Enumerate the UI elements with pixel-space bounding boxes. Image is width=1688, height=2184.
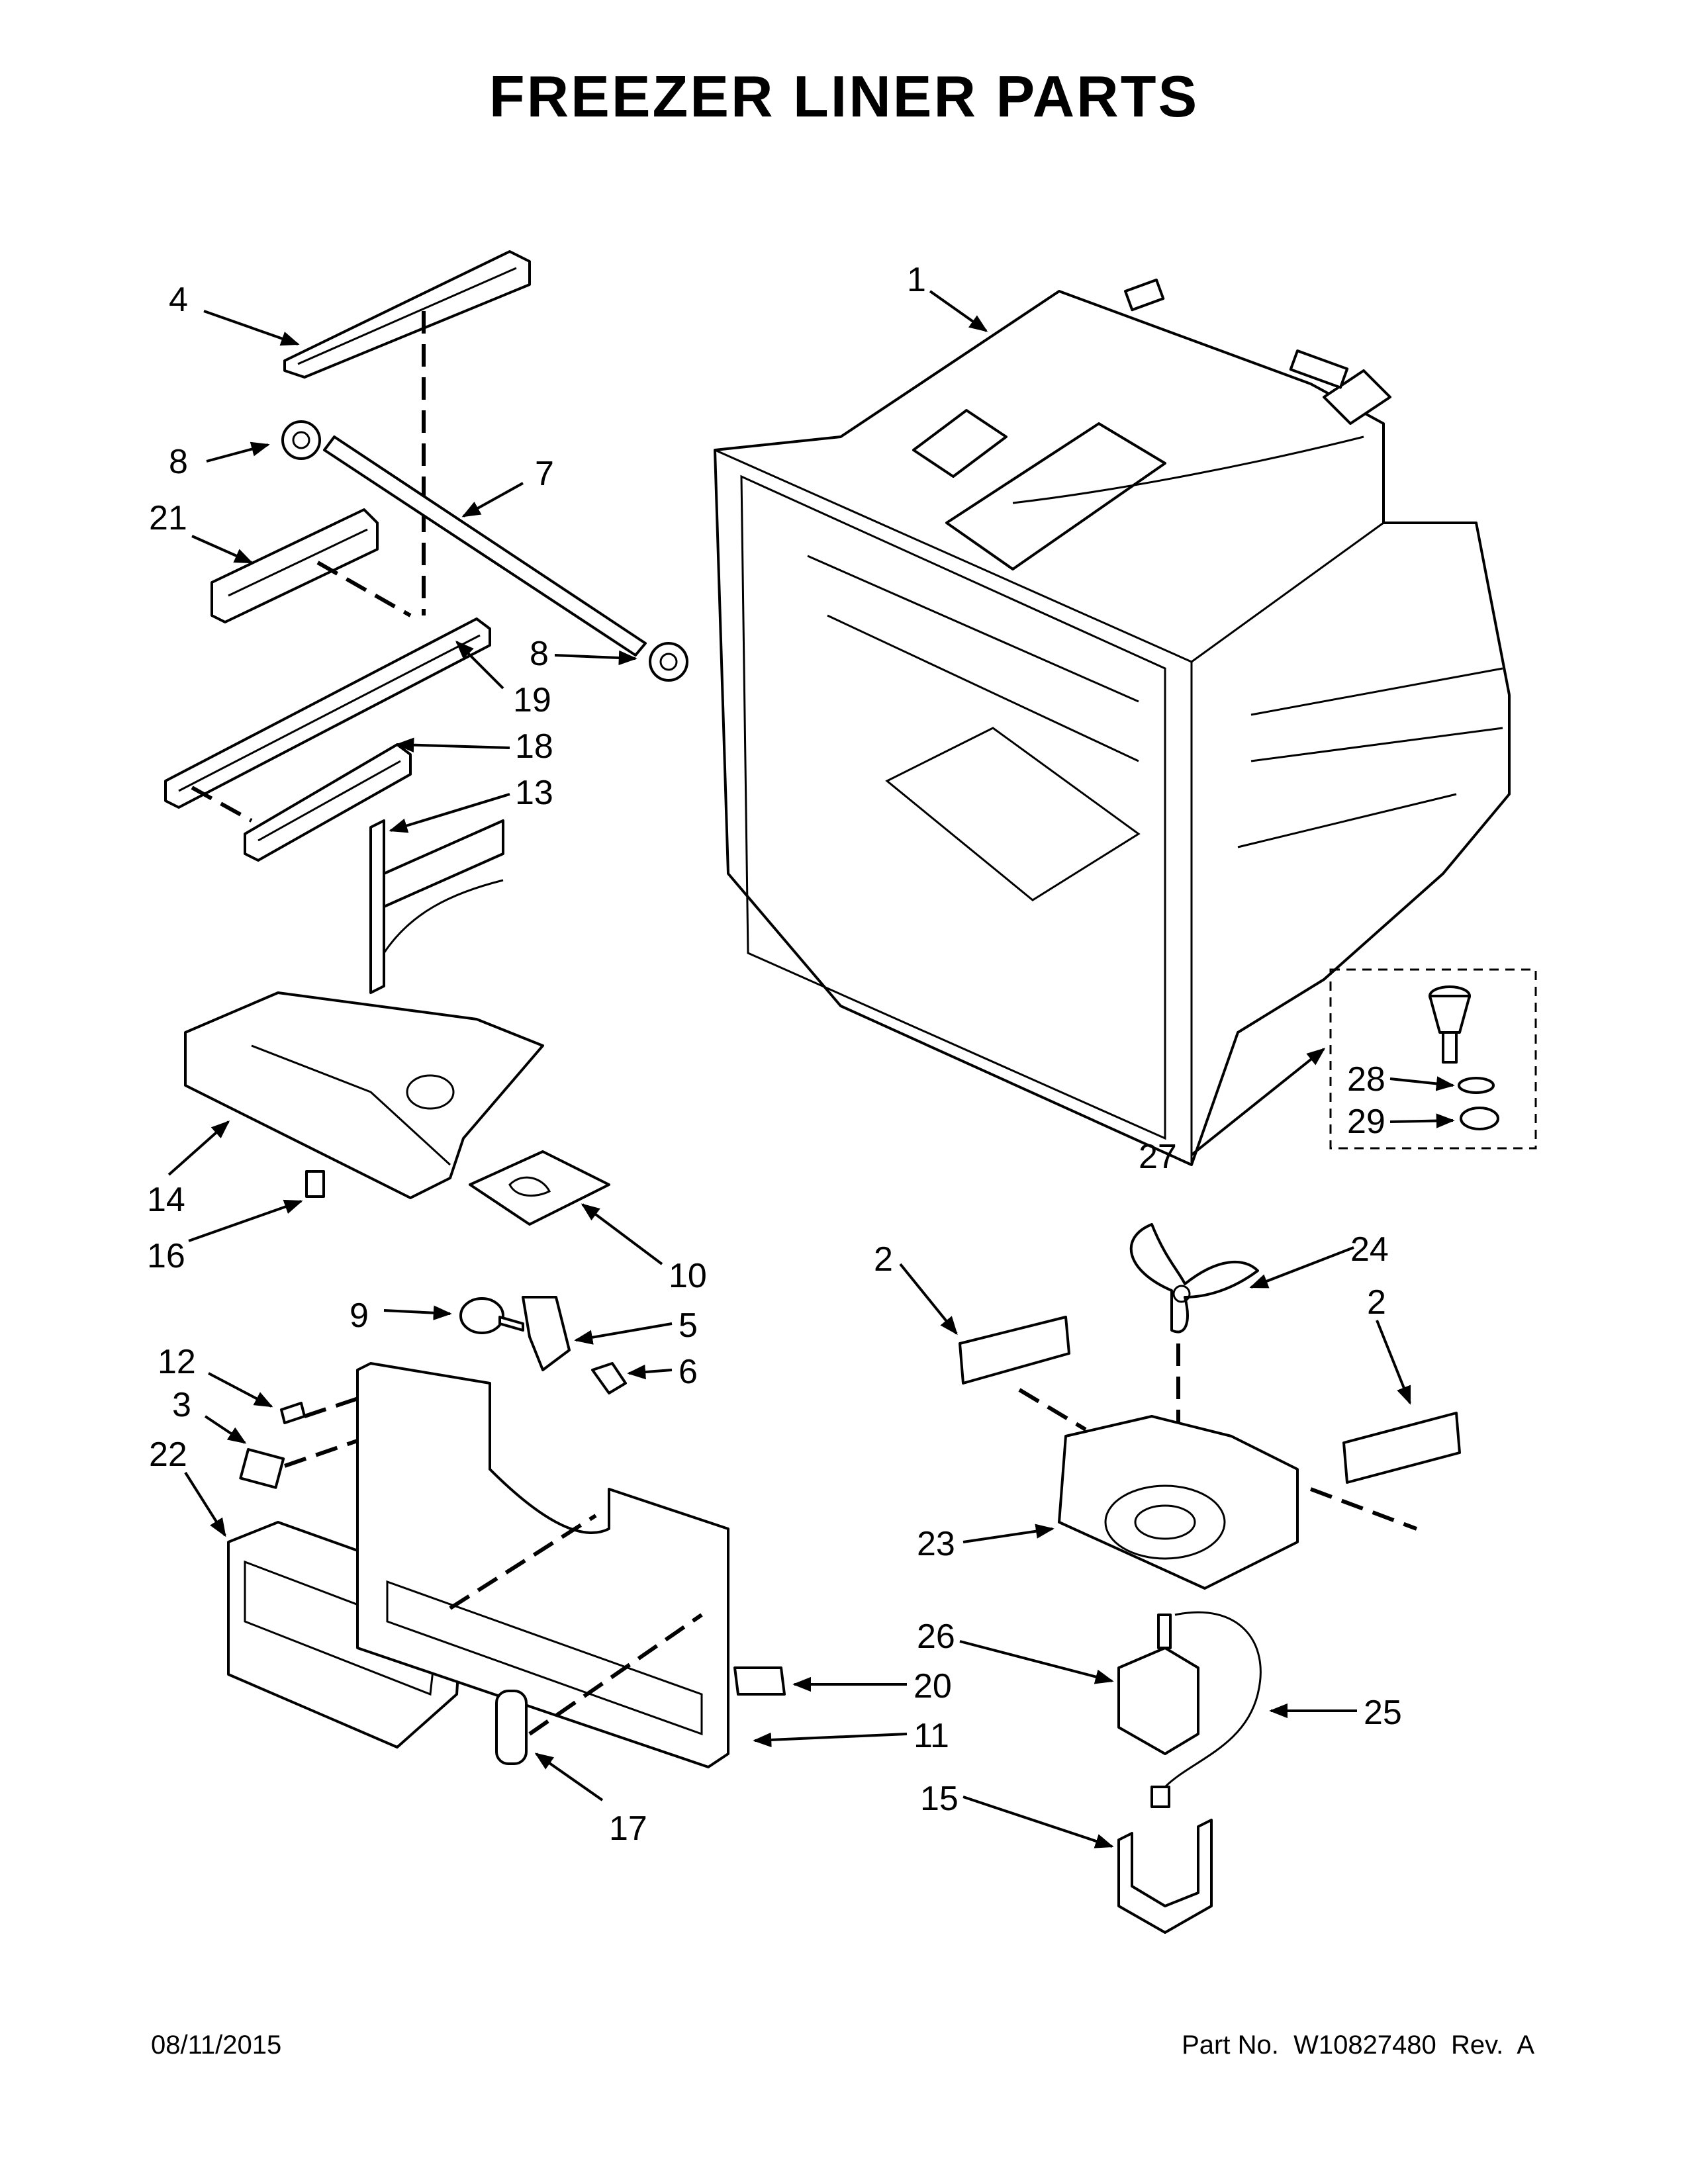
thermistor-part-3[interactable] [239, 1448, 285, 1489]
mounting-bracket-part-13[interactable] [369, 819, 504, 994]
label-card-part-10[interactable] [469, 1150, 610, 1226]
callout-labels: 1 4 8 7 21 8 19 18 13 14 16 10 9 5 6 12 … [147, 261, 1402, 1848]
clip-part-17[interactable] [495, 1690, 528, 1765]
callout-1: 1 [907, 261, 926, 299]
callout-22: 22 [149, 1435, 187, 1474]
callout-25: 25 [1364, 1694, 1402, 1732]
footer-part-number: Part No. W10827480 Rev. A [1182, 2030, 1534, 2060]
callout-15: 15 [920, 1780, 959, 1818]
leader-lines [167, 290, 1455, 1848]
o-ring-part-28[interactable] [1458, 1077, 1495, 1094]
callout-2-left: 2 [874, 1240, 893, 1279]
drain-strainer-part-27[interactable] [1429, 985, 1471, 1064]
socket-clip-part-6[interactable] [591, 1362, 627, 1394]
light-tray-part-14[interactable] [184, 991, 544, 1199]
callout-12: 12 [158, 1343, 196, 1381]
drain-kit-box-part-27[interactable] [1329, 968, 1537, 1150]
washer-part-29[interactable] [1460, 1107, 1499, 1130]
callout-26: 26 [917, 1617, 955, 1656]
axle-rod-part-7[interactable] [323, 435, 647, 657]
callout-21: 21 [149, 499, 187, 537]
pinion-gear-part-8-top[interactable] [281, 420, 321, 460]
callout-8-top: 8 [169, 443, 188, 481]
alignment-line-21 [316, 561, 412, 617]
callout-8-bottom: 8 [530, 635, 549, 673]
callout-16: 16 [147, 1237, 185, 1275]
fan-motor-part-26[interactable] [1117, 1614, 1199, 1755]
page-title: FREEZER LINER PARTS [489, 64, 1199, 129]
callout-18: 18 [515, 727, 553, 766]
slide-bracket-part-18[interactable] [244, 743, 412, 862]
motor-bracket-part-15[interactable] [1117, 1819, 1213, 1934]
foam-strip-part-20[interactable] [733, 1666, 786, 1696]
callout-10: 10 [669, 1257, 707, 1295]
rail-part-19[interactable] [164, 617, 491, 809]
callout-27: 27 [1139, 1138, 1177, 1176]
callout-7: 7 [535, 455, 554, 493]
freezer-liner-part-1[interactable] [714, 278, 1511, 1166]
fan-shroud-part-23[interactable] [1058, 1415, 1299, 1590]
callout-20: 20 [914, 1667, 952, 1706]
alignment-line-panel-b [528, 1613, 703, 1736]
callout-23: 23 [917, 1525, 955, 1563]
switch-part-16[interactable] [305, 1170, 325, 1198]
callout-17: 17 [609, 1809, 647, 1848]
alignment-line-foam-right [1309, 1487, 1418, 1531]
fan-blade-part-24[interactable] [1129, 1223, 1259, 1334]
callout-5: 5 [679, 1306, 698, 1345]
foam-block-part-2-right[interactable] [1342, 1412, 1461, 1484]
callout-6: 6 [679, 1353, 698, 1391]
callout-9: 9 [350, 1297, 369, 1335]
pinion-gear-part-8-bottom[interactable] [649, 642, 688, 682]
alignment-line-18 [191, 786, 253, 823]
rail-cover-part-4[interactable] [283, 250, 531, 379]
callout-11: 11 [914, 1717, 949, 1755]
callout-29: 29 [1347, 1103, 1385, 1141]
screw-part-12[interactable] [280, 1402, 306, 1424]
footer-date: 08/11/2015 [151, 2030, 282, 2060]
callout-13: 13 [515, 774, 553, 812]
callout-3: 3 [172, 1386, 191, 1424]
callout-24: 24 [1350, 1230, 1389, 1269]
wire-harness-part-25[interactable] [1150, 1611, 1262, 1808]
callout-19: 19 [513, 681, 551, 719]
callout-4: 4 [169, 281, 188, 319]
alignment-line-panel-a [449, 1514, 597, 1610]
evaporator-cover-panel-part-11[interactable] [356, 1362, 729, 1768]
foam-block-part-2-left[interactable] [959, 1316, 1070, 1385]
light-bulb-part-9[interactable] [459, 1297, 524, 1334]
alignment-line-foam-left [1018, 1388, 1087, 1432]
light-socket-part-5[interactable] [522, 1296, 571, 1371]
callout-14: 14 [147, 1181, 185, 1219]
callout-2-right: 2 [1367, 1283, 1386, 1322]
callout-28: 28 [1347, 1060, 1385, 1099]
slide-part-21[interactable] [211, 508, 379, 623]
